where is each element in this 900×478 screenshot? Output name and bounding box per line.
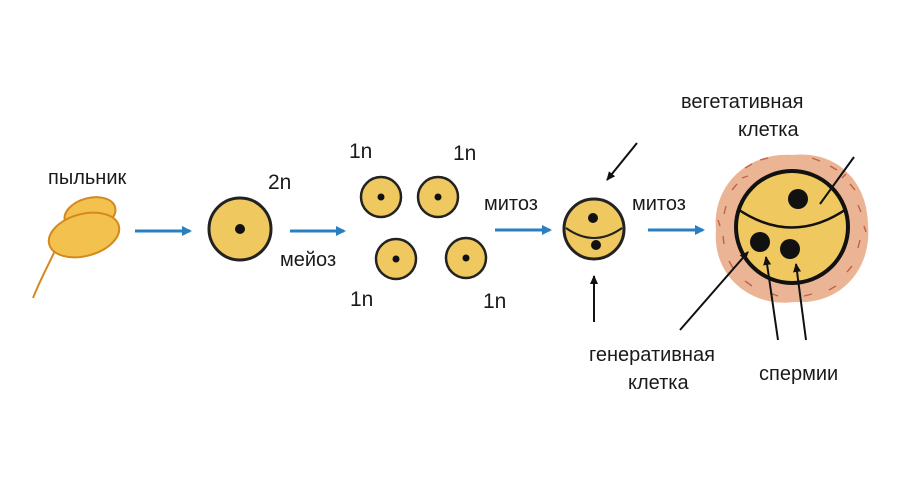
pointer-sperm-right bbox=[793, 263, 807, 341]
diploid-nucleus bbox=[235, 224, 245, 234]
vegetative-nucleus bbox=[788, 189, 808, 209]
anther-label: пыльник bbox=[48, 167, 127, 189]
exine-texture bbox=[717, 157, 867, 297]
haploid-label-top-right: 1n bbox=[453, 142, 476, 165]
pointer-generative bbox=[679, 251, 749, 331]
haploid-label-top-left: 1n bbox=[349, 140, 372, 163]
meiosis-label: мейоз bbox=[280, 249, 336, 271]
diploid-cell bbox=[207, 196, 273, 262]
haploid-cell-top-left bbox=[359, 175, 403, 219]
sperm-cell-left bbox=[750, 232, 770, 252]
generative-nucleus-small bbox=[591, 240, 601, 250]
pointer-sperm-left bbox=[763, 256, 779, 341]
anther-icon bbox=[32, 196, 121, 299]
vegetative-nucleus-small bbox=[588, 213, 598, 223]
vegetative-cell-label-line1: вегетативная bbox=[681, 91, 803, 113]
haploid-cell-bottom-right bbox=[444, 236, 488, 280]
mature-pollen-grain bbox=[715, 154, 869, 303]
mitosis-1-label: митоз bbox=[484, 193, 538, 215]
sperms-label: спермии bbox=[759, 363, 838, 385]
mitosis-2-label: митоз bbox=[632, 193, 686, 215]
diploid-label: 2n bbox=[268, 171, 291, 194]
two-cell-pollen bbox=[562, 197, 626, 261]
haploid-label-bottom-left: 1n bbox=[350, 288, 373, 311]
sperm-cell-right bbox=[780, 239, 800, 259]
haploid-cell-bottom-left bbox=[374, 237, 418, 281]
generative-cell-label-line2: клетка bbox=[628, 372, 689, 394]
haploid-label-bottom-right: 1n bbox=[483, 290, 506, 313]
vegetative-cell-label-line2: клетка bbox=[738, 119, 799, 141]
pointer-vegetative bbox=[819, 156, 855, 205]
haploid-cell-top-right bbox=[416, 175, 460, 219]
pointer-top bbox=[606, 142, 638, 181]
generative-cell-label-line1: генеративная bbox=[589, 344, 715, 366]
